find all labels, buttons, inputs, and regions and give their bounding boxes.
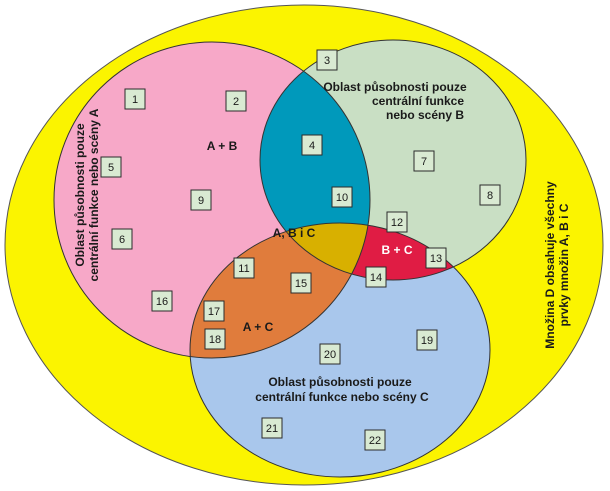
- item-box-frame: [331, 186, 353, 208]
- item-box-frame: [416, 329, 438, 351]
- svg-text:nebo scény B: nebo scény B: [386, 108, 464, 122]
- svg-text:Oblast působnosti pouze: Oblast působnosti pouze: [73, 123, 87, 267]
- item-box-frame: [425, 247, 447, 269]
- item-box-9: 9: [190, 189, 212, 211]
- b-and-c-label: B + C: [381, 243, 412, 257]
- item-box-12: 12: [386, 211, 408, 233]
- item-box-10: 10: [331, 186, 353, 208]
- svg-text:Množina D obsahuje všechny: Množina D obsahuje všechny: [543, 181, 557, 349]
- item-number: 3: [324, 55, 330, 67]
- only-b-label: Oblast působnosti pouze centrální funkce…: [323, 80, 467, 122]
- svg-text:centrální funkce nebo scény A: centrální funkce nebo scény A: [87, 108, 101, 281]
- set-d-label: Množina D obsahuje všechny prvky množin …: [543, 181, 571, 349]
- item-box-frame: [204, 328, 226, 350]
- item-box-19: 19: [416, 329, 438, 351]
- only-a-label: Oblast působnosti pouze centrální funkce…: [73, 108, 101, 281]
- item-box-frame: [365, 266, 387, 288]
- svg-text:centrální funkce nebo scény C: centrální funkce nebo scény C: [255, 390, 429, 404]
- a-and-b-label: A + B: [207, 139, 238, 153]
- item-box-6: 6: [111, 228, 133, 250]
- item-box-18: 18: [204, 328, 226, 350]
- item-box-frame: [319, 343, 341, 365]
- item-box-frame: [290, 272, 312, 294]
- item-box-2: 2: [225, 90, 247, 112]
- item-box-1: 1: [124, 88, 146, 110]
- a-and-b-region: [260, 42, 370, 280]
- item-box-17: 17: [203, 300, 225, 322]
- item-box-22: 22: [364, 429, 386, 451]
- item-box-frame: [479, 184, 501, 206]
- item-number: 5: [108, 162, 114, 174]
- item-number: 21: [266, 423, 278, 435]
- item-box-frame: [100, 156, 122, 178]
- item-number: 14: [370, 272, 382, 284]
- item-box-21: 21: [261, 417, 283, 439]
- item-box-frame: [111, 228, 133, 250]
- item-number: 10: [336, 192, 348, 204]
- svg-text:prvky množin A, B i C: prvky množin A, B i C: [557, 203, 571, 326]
- item-box-frame: [413, 150, 435, 172]
- item-box-frame: [386, 211, 408, 233]
- item-number: 20: [324, 349, 336, 361]
- item-number: 15: [295, 278, 307, 290]
- item-box-frame: [151, 290, 173, 312]
- item-box-7: 7: [413, 150, 435, 172]
- item-box-frame: [124, 88, 146, 110]
- item-box-frame: [233, 257, 255, 279]
- svg-text:Oblast působnosti pouze: Oblast působnosti pouze: [323, 80, 467, 94]
- item-number: 6: [119, 234, 125, 246]
- item-box-3: 3: [316, 49, 338, 71]
- item-number: 18: [209, 334, 221, 346]
- item-box-4: 4: [301, 134, 323, 156]
- item-number: 19: [421, 335, 433, 347]
- svg-text:Oblast působnosti pouze: Oblast působnosti pouze: [268, 375, 412, 389]
- svg-text:centrální funkce: centrální funkce: [372, 94, 464, 108]
- item-number: 22: [369, 435, 381, 447]
- set-a-outline: [53, 41, 371, 359]
- item-box-20: 20: [319, 343, 341, 365]
- item-box-13: 13: [425, 247, 447, 269]
- item-box-frame: [225, 90, 247, 112]
- item-number: 1: [132, 94, 138, 106]
- item-box-5: 5: [100, 156, 122, 178]
- item-number: 11: [238, 263, 249, 275]
- item-box-14: 14: [365, 266, 387, 288]
- item-number: 7: [421, 156, 427, 168]
- set-c-outline: [189, 222, 491, 478]
- item-box-frame: [301, 134, 323, 156]
- set-b-outline: [259, 39, 527, 281]
- item-box-16: 16: [151, 290, 173, 312]
- a-b-c-label: A, B i C: [273, 226, 316, 240]
- only-c-label: Oblast působnosti pouze centrální funkce…: [255, 375, 429, 404]
- item-box-15: 15: [290, 272, 312, 294]
- item-number: 16: [156, 296, 168, 308]
- item-box-11: 11: [233, 257, 255, 279]
- a-and-c-label: A + C: [243, 320, 274, 334]
- item-number: 2: [233, 96, 239, 108]
- item-number: 8: [487, 190, 493, 202]
- item-number: 13: [430, 253, 442, 265]
- item-number: 9: [198, 195, 204, 207]
- item-box-frame: [261, 417, 283, 439]
- item-number: 12: [391, 217, 403, 229]
- item-number: 17: [208, 306, 220, 318]
- item-box-8: 8: [479, 184, 501, 206]
- item-number: 4: [309, 140, 315, 152]
- item-box-frame: [316, 49, 338, 71]
- item-box-frame: [203, 300, 225, 322]
- item-box-frame: [364, 429, 386, 451]
- item-box-frame: [190, 189, 212, 211]
